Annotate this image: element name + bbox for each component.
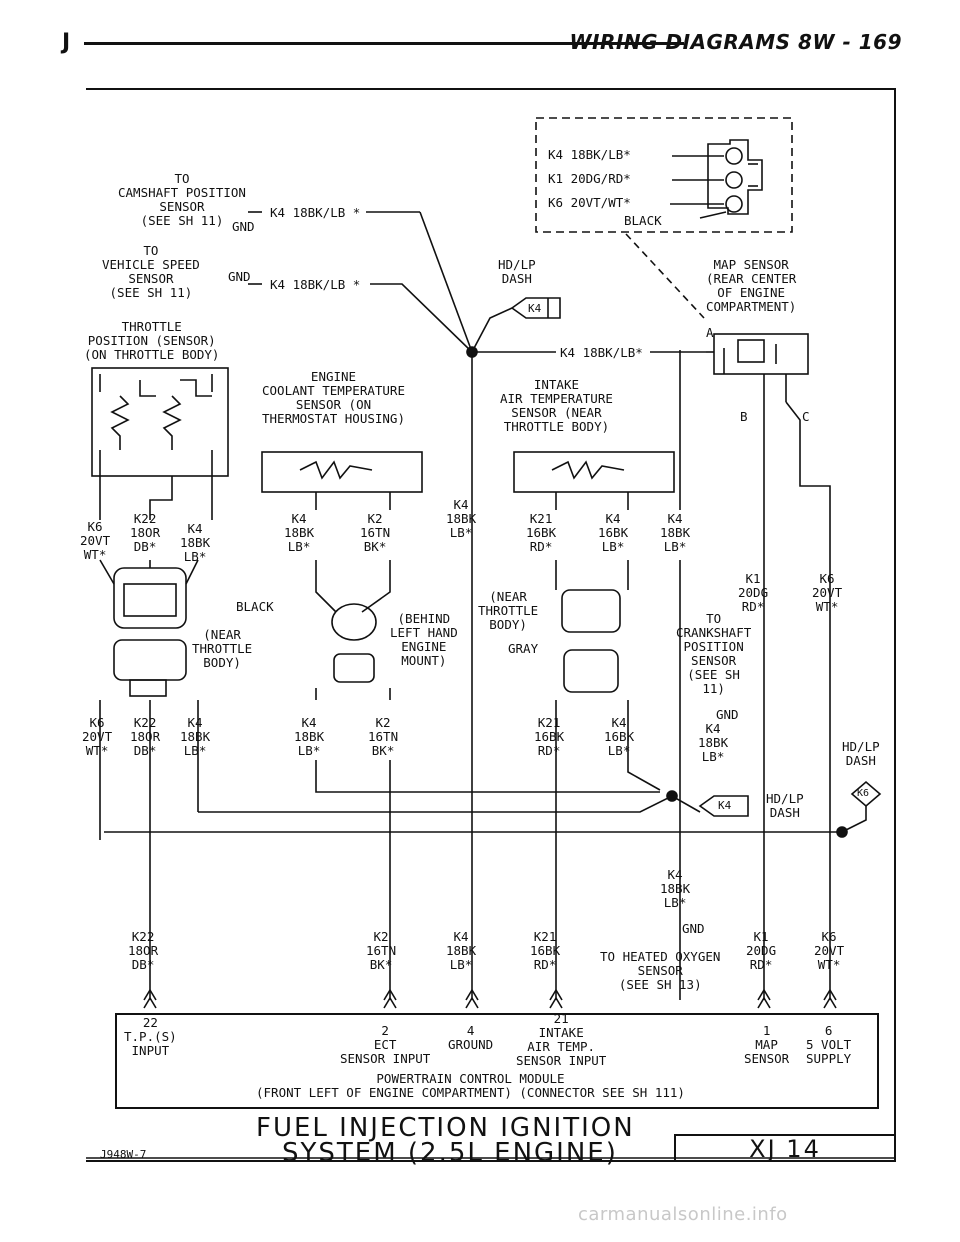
tps-connector-upper xyxy=(113,567,187,629)
k6-badge-icon xyxy=(850,780,882,808)
pin-c-icon xyxy=(725,195,743,213)
section-letter: J xyxy=(62,30,71,55)
label-crank: TO CRANKSHAFT POSITION SENSOR (SEE SH 11… xyxy=(676,611,752,696)
title-line-2: SYSTEM (2.5L ENGINE) xyxy=(282,1138,618,1168)
label-map-k4: K4 18BK/LB* xyxy=(548,147,631,162)
label-map-c: C xyxy=(802,409,810,424)
label-camshaft-sensor: TO CAMSHAFT POSITION SENSOR (SEE SH 11) xyxy=(118,171,246,228)
drawing-ref: J948W-7 xyxy=(100,1148,147,1161)
pin-b-icon xyxy=(725,171,743,189)
label-low-iat-k4: K4 16BK LB* xyxy=(604,715,635,758)
title-code: XJ 14 xyxy=(749,1135,821,1163)
ect-sensor-body xyxy=(261,451,423,493)
label-map-k6: K6 20VT/WT* xyxy=(548,195,631,210)
iat-connector-upper xyxy=(561,589,621,633)
label-pcm-k22: K22 18OR DB* xyxy=(128,929,159,972)
label-crank-k1: K1 20DG RD* xyxy=(738,571,769,614)
label-bus-k4: K4 18BK LB* xyxy=(660,867,691,910)
label-map-black: BLACK xyxy=(624,213,662,228)
label-hdlp-mid: HD/LP DASH xyxy=(766,791,804,820)
label-tps: THROTTLE POSITION (SENSOR) (ON THROTTLE … xyxy=(84,319,220,362)
label-low-k22: K22 18OR DB* xyxy=(130,715,161,758)
label-map-b: B xyxy=(740,409,748,424)
map-connector-shell xyxy=(707,139,763,215)
label-pcm-k1: K1 20DG RD* xyxy=(746,929,777,972)
label-hdlp-right: HD/LP DASH xyxy=(842,739,880,768)
pcm-pin-4: 4 GROUND xyxy=(448,1023,494,1052)
map-sensor-body xyxy=(713,333,809,375)
label-map-a: A xyxy=(706,325,714,340)
label-pcm-k2: K2 16TN BK* xyxy=(366,929,397,972)
label-pcm-k21: K21 16BK RD* xyxy=(530,929,561,972)
tps-connector-lower xyxy=(113,639,187,681)
pcm-pin-2: 2 ECT SENSOR INPUT xyxy=(340,1023,431,1066)
ect-connector-lower xyxy=(333,653,375,683)
label-ect-k4: K4 18BK LB* xyxy=(284,511,315,554)
k4-badge-mid-icon xyxy=(698,795,749,817)
label-k6-badge: K6 xyxy=(857,788,870,799)
label-pcm-k6: K6 20VT WT* xyxy=(814,929,845,972)
label-crank-gnd: GND xyxy=(716,707,739,722)
label-low-ect-k2: K2 16TN BK* xyxy=(368,715,399,758)
label-vss-gnd: GND xyxy=(228,269,251,284)
iat-sensor-body xyxy=(513,451,675,493)
title-line-1: FUEL INJECTION IGNITION xyxy=(256,1113,635,1143)
page-title: WIRING DIAGRAMS 8W - 169 xyxy=(569,30,902,54)
label-o2: TO HEATED OXYGEN SENSOR (SEE SH 13) xyxy=(600,949,721,992)
label-tps-k6: K6 20VT WT* xyxy=(80,519,111,562)
label-k4-main: K4 18BK/LB* xyxy=(560,345,643,360)
pcm-pin-6: 6 5 VOLT SUPPLY xyxy=(806,1023,852,1066)
label-low-k4: K4 18BK LB* xyxy=(180,715,211,758)
title-code-box: XJ 14 xyxy=(674,1134,894,1162)
diagram-frame xyxy=(86,88,896,1162)
label-iat: INTAKE AIR TEMPERATURE SENSOR (NEAR THRO… xyxy=(500,377,613,434)
pcm-pin-21: 21 INTAKE AIR TEMP. SENSOR INPUT xyxy=(516,1011,607,1068)
ect-connector-upper xyxy=(331,603,377,641)
pcm-pin-1: 1 MAP SENSOR xyxy=(744,1023,790,1066)
tps-sensor-body xyxy=(91,367,229,477)
label-iat-k4b: K4 18BK LB* xyxy=(660,511,691,554)
label-low-iat-k21: K21 16BK RD* xyxy=(534,715,565,758)
label-behind: (BEHIND LEFT HAND ENGINE MOUNT) xyxy=(390,611,458,668)
label-low-ect-k4: K4 18BK LB* xyxy=(294,715,325,758)
label-vss-wire: K4 18BK/LB * xyxy=(270,277,361,292)
label-mid-k4: K4 18BK LB* xyxy=(446,497,477,540)
label-pcm-gnd: GND xyxy=(682,921,705,936)
pin-a-icon xyxy=(725,147,743,165)
pcm-box xyxy=(115,1013,879,1109)
label-vss: TO VEHICLE SPEED SENSOR (SEE SH 11) xyxy=(102,243,200,300)
label-iat-k21: K21 16BK RD* xyxy=(526,511,557,554)
label-cam-wire: K4 18BK/LB * xyxy=(270,205,361,220)
label-gray: GRAY xyxy=(508,641,539,656)
label-map-sensor: MAP SENSOR (REAR CENTER OF ENGINE COMPAR… xyxy=(706,257,797,314)
label-hdlp-top: HD/LP DASH xyxy=(498,257,536,286)
label-crank-k6: K6 20VT WT* xyxy=(812,571,843,614)
label-black-left: BLACK xyxy=(236,599,274,614)
label-ect: ENGINE COOLANT TEMPERATURE SENSOR (ON TH… xyxy=(262,369,405,426)
page-header: J WIRING DIAGRAMS 8W - 169 xyxy=(62,30,902,60)
pcm-name: POWERTRAIN CONTROL MODULE (FRONT LEFT OF… xyxy=(256,1071,685,1100)
label-ect-k2: K2 16TN BK* xyxy=(360,511,391,554)
label-crank-k4: K4 18BK LB* xyxy=(698,721,729,764)
label-cam-gnd: GND xyxy=(232,219,255,234)
map-connector-box xyxy=(535,117,793,233)
label-pcm-k4: K4 18BK LB* xyxy=(446,929,477,972)
watermark: carmanualsonline.info xyxy=(578,1204,788,1225)
label-tps-k4: K4 18BK LB* xyxy=(180,521,211,564)
iat-connector-lower xyxy=(563,649,619,693)
label-low-k6: K6 20VT WT* xyxy=(82,715,113,758)
k4-connector-badge-icon xyxy=(510,297,561,319)
pcm-pin-22: 22 T.P.(S) INPUT xyxy=(124,1015,177,1058)
header-rule xyxy=(84,42,684,45)
label-map-k1: K1 20DG/RD* xyxy=(548,171,631,186)
label-iat-k4: K4 16BK LB* xyxy=(598,511,629,554)
label-tps-k22: K22 18OR DB* xyxy=(130,511,161,554)
label-k4-badge-top: K4 xyxy=(528,302,542,315)
label-k4-badge-mid: K4 xyxy=(718,799,732,812)
label-near-tb-right: (NEAR THROTTLE BODY) xyxy=(478,589,539,632)
label-near-tb-left: (NEAR THROTTLE BODY) xyxy=(192,627,253,670)
